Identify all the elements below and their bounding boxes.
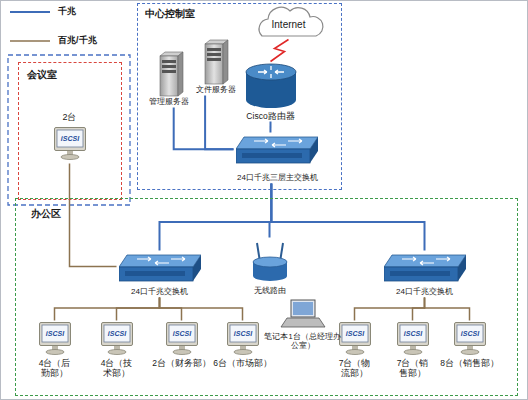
pc-icon bbox=[167, 323, 198, 355]
pc-icon bbox=[55, 128, 86, 160]
device-count: 4台（技 术部） bbox=[93, 358, 141, 378]
device-label: 文件服务器 bbox=[190, 85, 242, 95]
network-cable bbox=[70, 164, 117, 267]
device-label: 24口千兆交换机 bbox=[117, 287, 203, 297]
network-cable bbox=[160, 298, 182, 321]
server-device: 文件服务器 bbox=[190, 38, 242, 96]
network-cable bbox=[160, 298, 243, 321]
server-icon bbox=[160, 52, 183, 96]
wireless-router-icon bbox=[253, 243, 287, 281]
zone-title: 中心控制室 bbox=[145, 8, 195, 20]
zone-title: 办公区 bbox=[31, 208, 61, 220]
device-count: 2台（财务部） bbox=[149, 358, 215, 368]
screen-logo: iSCSI bbox=[169, 329, 195, 339]
pc-icon bbox=[398, 323, 429, 355]
device-label: Cisco路由器 bbox=[235, 111, 307, 121]
legend-label: 千兆 bbox=[58, 6, 76, 17]
device-count: 7台（销 售部） bbox=[389, 358, 437, 378]
screen-logo: iSCSI bbox=[230, 329, 256, 339]
legend-line bbox=[10, 40, 50, 42]
router-device: Cisco路由器 bbox=[235, 62, 307, 122]
network-cable bbox=[160, 184, 272, 251]
screen-logo: iSCSI bbox=[400, 329, 426, 339]
pc-icon bbox=[340, 323, 371, 355]
laptop-device: 笔记本1台（总经理办 公室） bbox=[262, 298, 344, 356]
legend-label: 百兆/千兆 bbox=[58, 35, 97, 46]
switch-icon bbox=[119, 255, 201, 281]
screen-logo: iSCSI bbox=[342, 329, 368, 339]
server-icon bbox=[205, 40, 228, 84]
network-cable bbox=[117, 298, 160, 321]
network-cable bbox=[174, 108, 234, 150]
legend-line bbox=[10, 11, 50, 13]
network-cable bbox=[425, 298, 470, 321]
switch-icon bbox=[236, 137, 318, 163]
screen-logo: iSCSI bbox=[42, 329, 68, 339]
network-cable bbox=[205, 96, 233, 150]
device-count: 2台 bbox=[45, 112, 95, 123]
pc-icon bbox=[40, 323, 71, 355]
wireless-router: 无线路由 bbox=[242, 238, 298, 298]
device-count: 8台（销售部） bbox=[437, 358, 503, 368]
access-switch: 24口千兆交换机 bbox=[382, 251, 468, 298]
core-switch: 24口千兆三层主交换机 bbox=[234, 133, 322, 184]
screen-logo: iSCSI bbox=[104, 329, 130, 339]
network-cable bbox=[355, 298, 425, 321]
switch-icon bbox=[384, 255, 466, 281]
network-cable bbox=[55, 298, 160, 321]
router-icon bbox=[246, 64, 296, 108]
internet-cloud: Internet bbox=[258, 8, 320, 40]
network-cable bbox=[269, 122, 271, 133]
room-zone: 中心控制室 Internet 管理服务器 文件服务器 Cisco路由器 24口千兆三层主交… bbox=[137, 3, 342, 190]
office-zone: 办公区 24口千兆交换机 无线路由 24口千兆交换机 4台（后 勤部） 4台（技 术部） 2… bbox=[15, 198, 518, 396]
device-count: 4台（后 勤部） bbox=[31, 358, 79, 378]
room-zone: 会议室 2台 bbox=[18, 62, 122, 200]
laptop-icon bbox=[281, 300, 325, 327]
device-count: 6台（市场部） bbox=[210, 358, 276, 368]
device-label: 管理服务器 bbox=[143, 97, 195, 107]
network-cable bbox=[271, 184, 424, 251]
device-label: 24口千兆三层主交换机 bbox=[234, 173, 322, 183]
pc-icon bbox=[228, 323, 259, 355]
wan-link bbox=[271, 40, 289, 62]
access-switch: 24口千兆交换机 bbox=[117, 251, 203, 298]
device-count: 笔记本1台（总经理办 公室） bbox=[262, 332, 344, 350]
device-count: 7台（物 流部） bbox=[331, 358, 379, 378]
network-cable bbox=[413, 298, 425, 321]
device-label: 24口千兆交换机 bbox=[382, 287, 468, 297]
server-device: 管理服务器 bbox=[143, 50, 195, 108]
screen-logo: iSCSI bbox=[457, 329, 483, 339]
cloud-label: Internet bbox=[258, 19, 320, 31]
pc-icon bbox=[455, 323, 486, 355]
screen-logo: iSCSI bbox=[57, 134, 83, 144]
pc-icon bbox=[102, 323, 133, 355]
zone-title: 会议室 bbox=[27, 69, 57, 81]
device-label: 无线路由 bbox=[242, 286, 298, 296]
